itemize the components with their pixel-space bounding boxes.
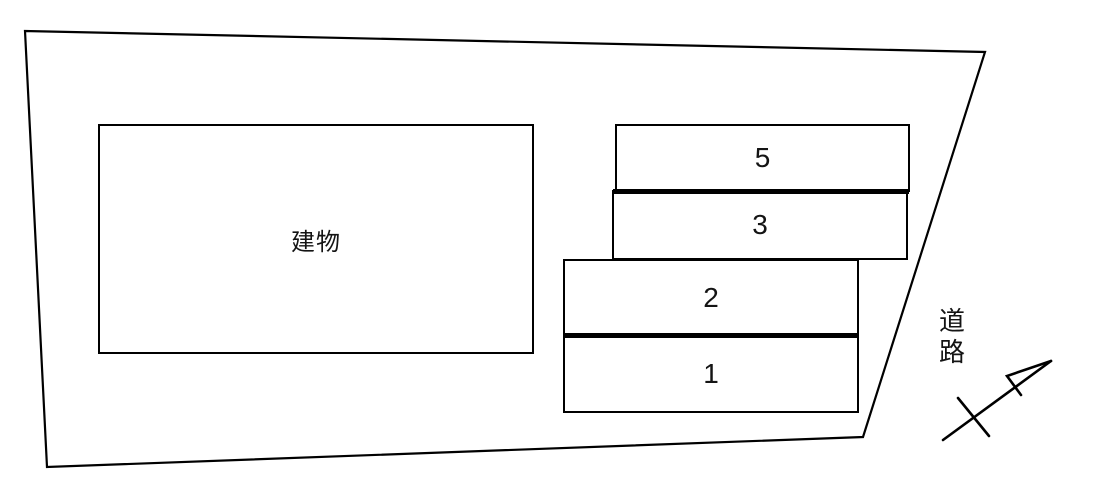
tick-mark — [956, 396, 991, 438]
divider-between-5-and-3 — [613, 189, 909, 194]
building-label: 建物 — [291, 228, 341, 256]
parking-space-1: 1 — [563, 334, 859, 413]
parking-space-3: 3 — [612, 190, 908, 260]
divider-between-2-and-1 — [563, 333, 859, 338]
property-boundary-outline — [23, 29, 987, 469]
arrow-head — [1004, 359, 1053, 397]
arrow-shaft — [941, 359, 1053, 442]
parking-space-number: 2 — [703, 281, 719, 313]
parking-space-number: 1 — [703, 357, 719, 389]
building-rect: 建物 — [98, 124, 534, 354]
parking-space-number: 3 — [752, 209, 768, 240]
parking-space-number: 5 — [754, 142, 771, 173]
parking-space-5: 5 — [615, 124, 910, 192]
direction-arrow-icon — [941, 359, 1053, 442]
parking-space-2: 2 — [563, 259, 859, 336]
road-label: 道路 — [938, 306, 965, 367]
